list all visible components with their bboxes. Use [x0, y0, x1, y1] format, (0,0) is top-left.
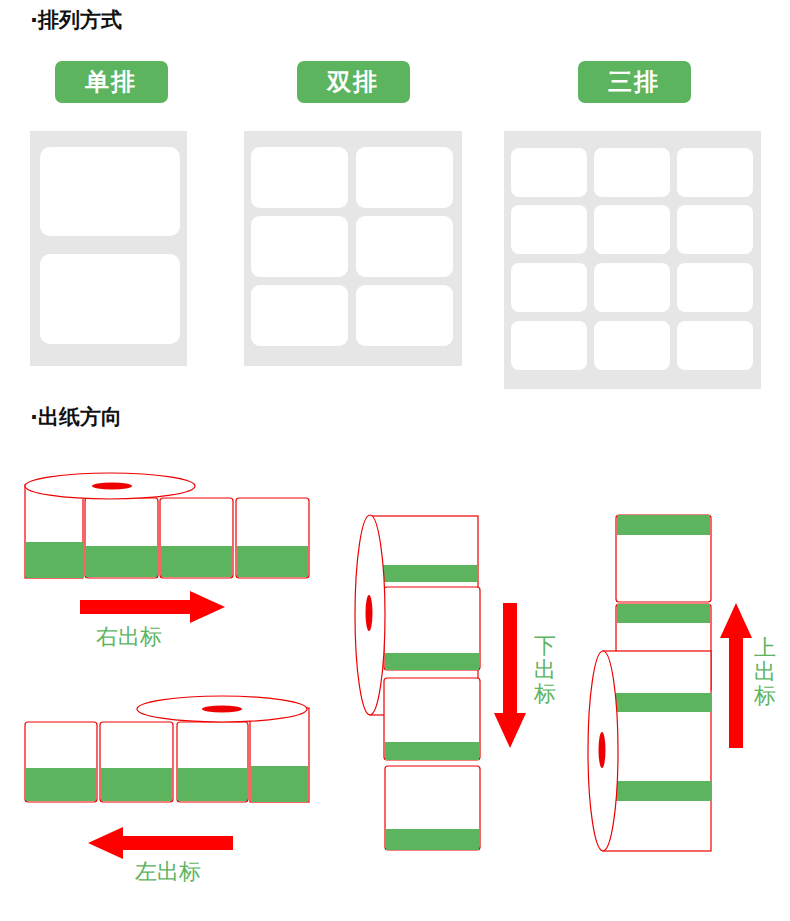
label-roll-down [355, 515, 480, 850]
section-heading: ·排列方式 [30, 6, 122, 34]
section-heading: ·出纸方向 [30, 403, 122, 431]
arrow-right [80, 591, 225, 623]
direction-label: 下出标 [534, 634, 556, 707]
arrow-up [720, 603, 752, 748]
arrow-left [88, 827, 233, 859]
triple-row-panel [504, 131, 761, 389]
row-tag: 双排 [297, 61, 410, 103]
row-tag-text: 双排 [327, 66, 379, 98]
direction-label: 左出标 [135, 857, 201, 887]
direction-label: 上出标 [754, 636, 776, 709]
label-roll-right [25, 473, 309, 578]
single-row-panel [30, 131, 187, 366]
double-row-panel [244, 131, 462, 366]
row-tag-text: 单排 [85, 66, 137, 98]
row-tag: 三排 [578, 61, 691, 103]
label-roll-left [25, 696, 309, 802]
row-tag-text: 三排 [608, 66, 660, 98]
row-tag: 单排 [55, 61, 168, 103]
direction-label: 右出标 [96, 622, 162, 652]
label-roll-up [588, 515, 711, 851]
arrow-down [494, 603, 526, 748]
